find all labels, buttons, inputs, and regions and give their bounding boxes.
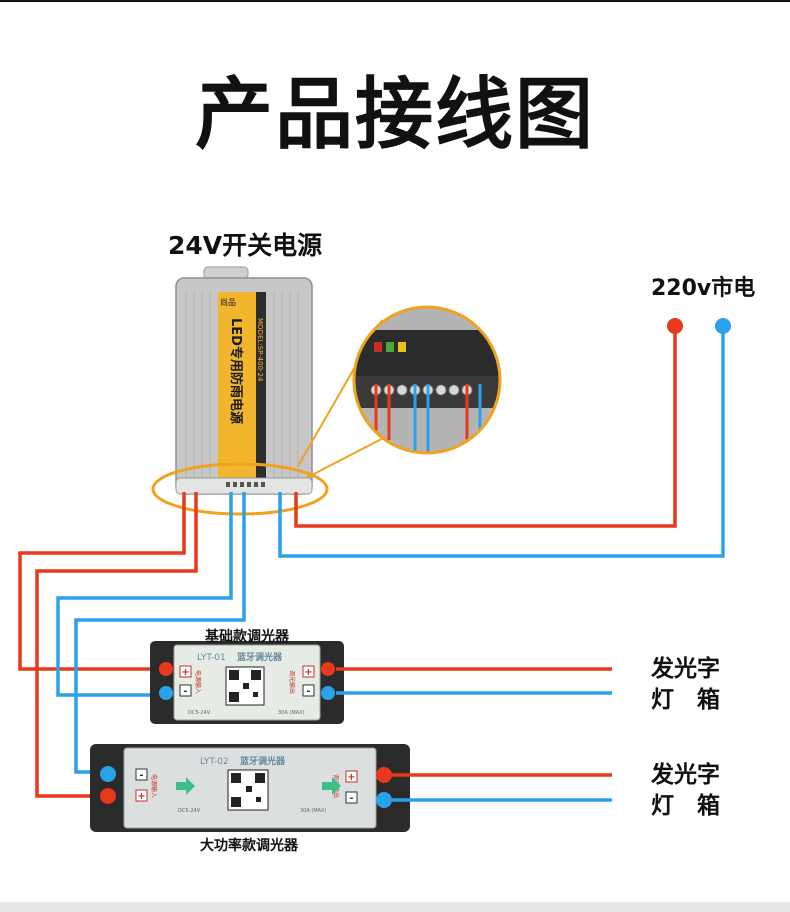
power-supply-label: 24V开关电源	[168, 231, 323, 260]
page-title: 产品接线图	[194, 70, 595, 160]
high-out-positive-terminal	[376, 767, 392, 783]
load-2-line2: 灯 箱	[651, 793, 720, 819]
high-output-plus-sign: +	[347, 772, 355, 783]
high-in-positive-terminal	[100, 788, 116, 804]
basic-out-negative-terminal	[321, 686, 335, 700]
high-model: LYT-02	[200, 757, 229, 767]
high-output-arrow-icon	[322, 777, 341, 795]
mains-terminal-negative	[715, 318, 731, 334]
power-supply-unit: 尚品 LED专用防雨电源 MODEL:SP-400-24	[175, 266, 313, 495]
basic-input-plus-sign: +	[181, 667, 189, 678]
basic-model: LYT-01	[197, 653, 226, 663]
high-input-voltage: DC5-24V	[178, 808, 201, 814]
bottom-band	[0, 902, 790, 912]
callout-line-bottom	[305, 431, 396, 479]
basic-name: 蓝牙调光器	[237, 651, 283, 663]
dimmer-basic: LYT-01 蓝牙调光器 + - 电源输入 + - 调光输出 DC5-24V 3…	[150, 641, 344, 724]
basic-input-voltage: DC5-24V	[188, 710, 211, 716]
high-input-arrow-icon	[176, 777, 195, 795]
mains-wire-negative	[278, 328, 725, 558]
mains-label: 220v市电	[651, 276, 756, 301]
basic-output-label: 调光输出	[288, 670, 296, 694]
mains-terminal-positive	[667, 318, 683, 334]
psu-model: MODEL:SP-400-24	[256, 318, 264, 382]
high-input-label: 电源输入	[150, 774, 158, 798]
basic-in-positive-terminal	[159, 662, 173, 676]
mains-wiring	[278, 328, 725, 558]
high-output-current: 30A (MAX)	[300, 808, 326, 814]
high-input-plus-sign: +	[137, 791, 145, 802]
dimmer-high-power: LYT-02 蓝牙调光器 - + 电源输入 + - 调光输出 DC5-24V 3…	[90, 744, 410, 832]
high-out-negative-terminal	[376, 792, 392, 808]
top-rule	[0, 0, 790, 2]
basic-output-minus-sign: -	[306, 686, 310, 697]
basic-input-label: 电源输入	[194, 670, 202, 694]
basic-output-current: 30A (MAX)	[278, 710, 304, 716]
psu-output-wiring	[18, 492, 246, 798]
load-1-label: 发光字 灯 箱	[651, 654, 720, 716]
high-output-minus-sign: -	[349, 793, 353, 804]
psu-product-name: LED专用防雨电源	[228, 318, 244, 424]
wire-psu-to-basic-positive	[18, 492, 186, 671]
high-input-minus-sign: -	[139, 770, 143, 781]
basic-output-plus-sign: +	[304, 667, 312, 678]
load-1-line1: 发光字	[651, 656, 720, 682]
basic-dimmer-label: 基础款调光器	[205, 629, 289, 645]
terminal-zoom-callout	[352, 305, 502, 455]
basic-input-minus-sign: -	[183, 686, 187, 697]
load-1-line2: 灯 箱	[651, 687, 720, 713]
high-power-dimmer-label: 大功率款调光器	[200, 838, 298, 854]
wire-psu-to-high-negative	[74, 492, 246, 774]
load-2-label: 发光字 灯 箱	[651, 760, 720, 822]
high-name: 蓝牙调光器	[240, 755, 286, 767]
basic-in-negative-terminal	[159, 686, 173, 700]
load-wiring	[336, 667, 612, 802]
wire-psu-to-basic-negative	[56, 492, 233, 697]
basic-out-positive-terminal	[321, 662, 335, 676]
wire-psu-to-high-positive	[35, 492, 198, 798]
load-2-line1: 发光字	[651, 762, 720, 788]
mains-wire-positive	[294, 328, 677, 528]
terminal-highlight-ring	[151, 462, 329, 516]
psu-brand: 尚品	[220, 297, 236, 307]
high-in-negative-terminal	[100, 766, 116, 782]
